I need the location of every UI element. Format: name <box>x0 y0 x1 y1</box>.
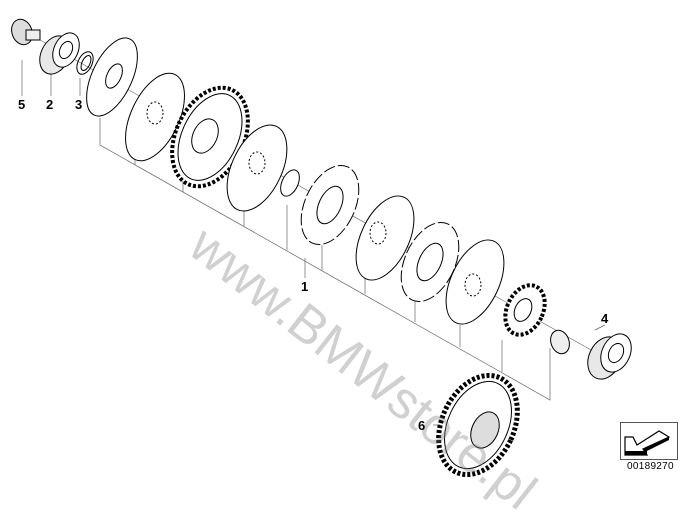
sleeve[interactable] <box>547 328 572 357</box>
part-6-gear[interactable] <box>423 363 532 484</box>
part-1-disc-set[interactable] <box>76 30 552 341</box>
exploded-parts-drawing <box>8 16 637 484</box>
part-3-ring[interactable] <box>74 49 97 77</box>
part-label-2[interactable]: 2 <box>46 97 54 112</box>
part-4-bearing[interactable] <box>581 329 637 385</box>
diagram-code: 00189270 <box>627 461 674 472</box>
part-label-4[interactable]: 4 <box>601 311 609 326</box>
part-label-6[interactable]: 6 <box>418 418 426 433</box>
back-navigation-button[interactable] <box>620 422 678 460</box>
arrow-back-icon <box>624 430 671 456</box>
part-label-3[interactable]: 3 <box>75 97 83 112</box>
part-label-1[interactable]: 1 <box>301 279 309 294</box>
part-5-cap[interactable] <box>8 16 41 47</box>
part-label-5[interactable]: 5 <box>18 97 26 112</box>
part-2-bearing[interactable] <box>34 29 85 79</box>
leader-lines-1 <box>99 118 551 401</box>
